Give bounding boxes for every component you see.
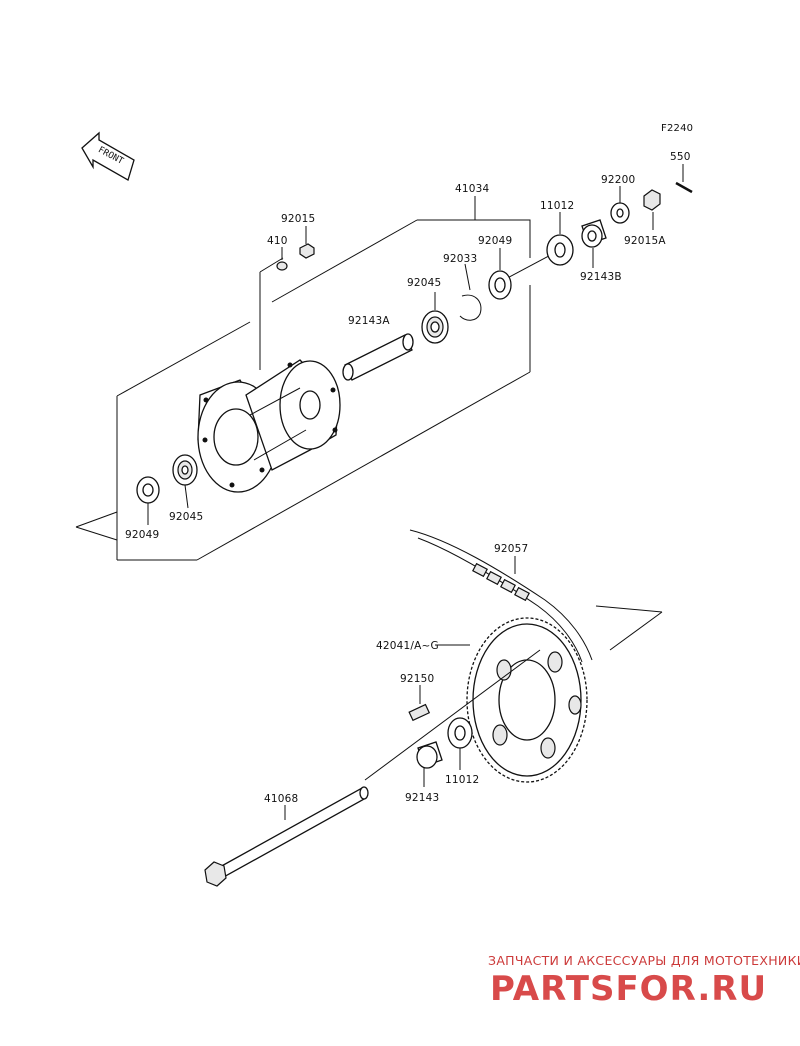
label-41068: 41068 [264,793,298,805]
label-92143b: 92143B [580,271,622,283]
label-11012-upper: 11012 [540,200,574,212]
nut-410 [276,261,288,271]
watermark-brand: PARTSFOR.RU [490,969,767,1009]
label-11012-lower: 11012 [445,774,479,786]
washer-92200 [610,202,630,224]
chain-92057 [409,529,593,663]
collar-11012-lower [447,717,473,749]
collar-11012-upper [546,234,574,266]
axle-nut-92015a [643,189,661,211]
circlip-92033 [459,294,482,321]
front-arrow-icon: FRONT [81,131,135,181]
label-92049-upper: 92049 [478,235,512,247]
seal-92049-lower [136,476,160,504]
bearing-92045-lower [172,454,198,486]
bearing-92045-upper [421,310,449,344]
axis-line-lower [364,649,541,781]
label-410: 410 [267,235,288,247]
label-92045-lower: 92045 [169,511,203,523]
label-41034: 41034 [455,183,490,195]
label-42041: 42041/A~G [376,640,439,652]
sprocket-42041 [466,617,588,783]
collar-92143b [581,219,607,248]
bolt-92150 [408,703,431,722]
label-92015: 92015 [281,213,315,225]
sprocket-bracket-lines [595,605,663,651]
watermark: ЗАПЧАСТИ И АКСЕССУАРЫ ДЛЯ МОТОТЕХНИКИ PA… [488,953,800,1009]
watermark-subtitle: ЗАПЧАСТИ И АКСЕССУАРЫ ДЛЯ МОТОТЕХНИКИ [488,953,800,968]
part-labels: 41034 92015 410 92033 92049 11012 92200 … [125,151,691,805]
label-92200: 92200 [601,174,635,186]
spacer-tube-92143a [342,333,414,381]
wheel-hub [197,359,341,493]
assembly-bracket-lines [75,196,531,561]
figure-ref-code: F2240 [661,123,693,134]
axle-41068 [204,786,369,887]
label-92057: 92057 [494,543,528,555]
collar-92143 [416,741,443,769]
seal-92049-upper [488,270,512,300]
label-92049-lower: 92049 [125,529,159,541]
label-550: 550 [670,151,691,163]
label-92015a: 92015A [624,235,666,247]
cotter-pin-550 [675,181,693,194]
label-92045-upper: 92045 [407,277,441,289]
label-92143a: 92143A [348,315,390,327]
label-92150: 92150 [400,673,434,685]
label-92143: 92143 [405,792,439,804]
nut-92015 [299,243,315,259]
label-92033: 92033 [443,253,477,265]
